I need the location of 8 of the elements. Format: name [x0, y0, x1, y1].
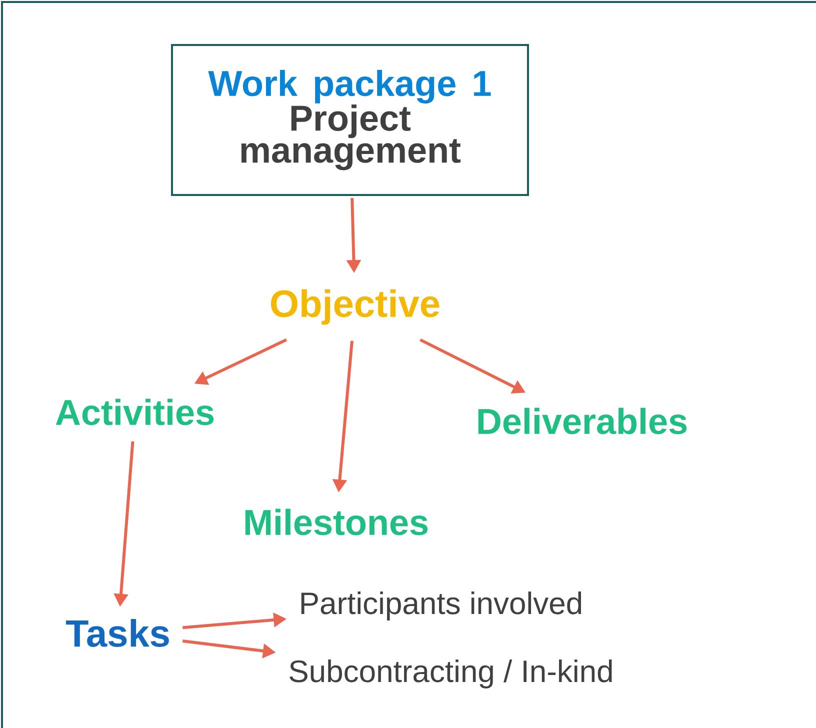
deliverable-label: Deliverables: [478, 408, 687, 434]
milestone-label: Milestones: [245, 508, 428, 536]
process-box: Work package 1 Project management: [171, 44, 529, 196]
task-label: Tasks: [66, 619, 169, 647]
item-label: Subcontracting / In-kind: [290, 660, 612, 688]
item-label: Participants involved: [301, 592, 582, 620]
objective-label: Objective: [271, 289, 440, 325]
activity-label: Activities: [56, 398, 214, 426]
